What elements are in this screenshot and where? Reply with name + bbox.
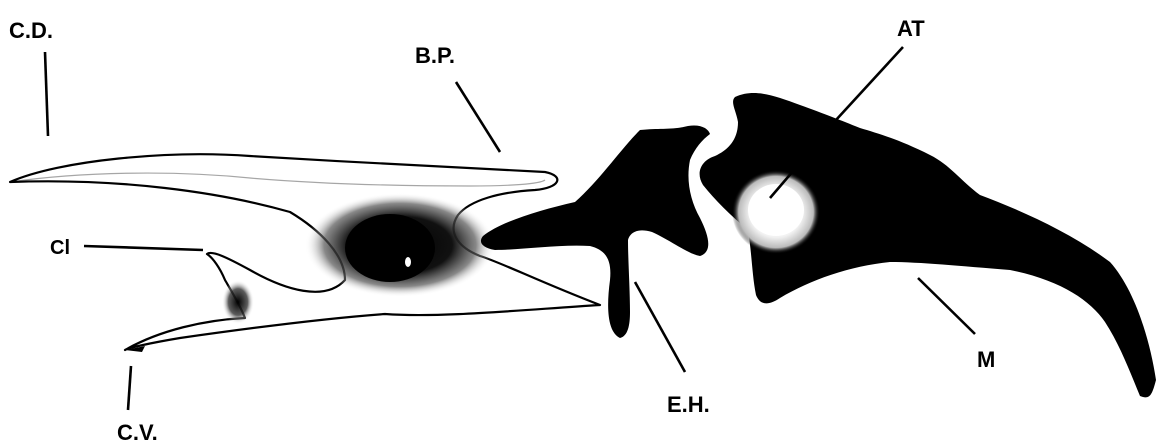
leader-line-eh [635, 282, 685, 372]
label-cd: C.D. [9, 20, 53, 42]
leader-line-bp [456, 82, 500, 152]
left-bone-spot [222, 280, 254, 324]
label-bp: B.P. [415, 45, 455, 67]
label-cl: Cl [50, 238, 70, 258]
leader-line-m [918, 278, 975, 334]
label-eh: E.H. [667, 394, 710, 416]
label-at: AT [897, 18, 925, 40]
leader-line-cv [128, 366, 131, 410]
leader-line-cl [84, 246, 203, 250]
leader-line-at [836, 47, 903, 120]
label-m: M [977, 349, 995, 371]
left-bone-element [10, 154, 600, 352]
left-bone-outline [10, 154, 600, 350]
label-cv: C.V. [117, 422, 158, 444]
leader-line-cd [45, 52, 48, 136]
